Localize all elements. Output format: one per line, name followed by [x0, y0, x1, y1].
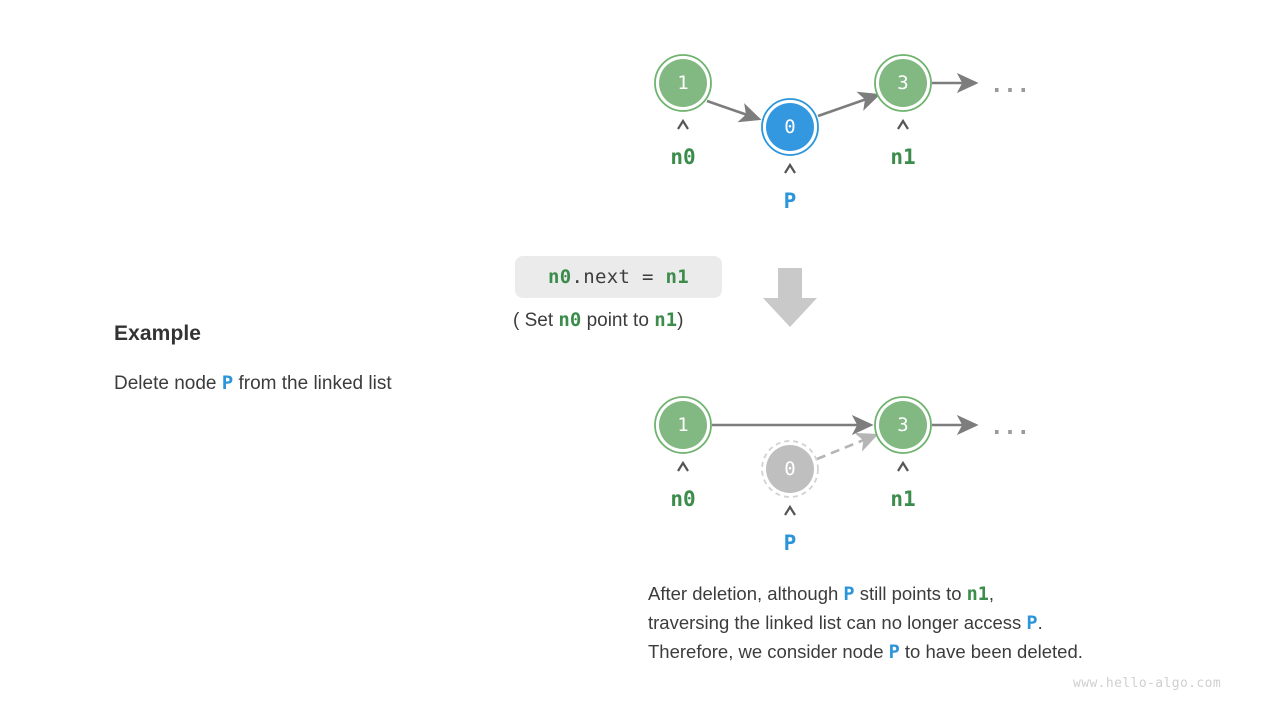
node-n1[interactable]: 3 — [874, 54, 932, 112]
node-n0[interactable]: 1 — [654, 54, 712, 112]
node-p-deleted[interactable]: 0 — [761, 440, 819, 498]
node-label-p: P — [783, 189, 797, 213]
linked-list-after-deletion: 1 0 3 ... — [654, 396, 1030, 516]
line1-a: After deletion, although — [648, 583, 844, 604]
line2-pointer-token: P — [1026, 613, 1038, 634]
node-label-n1: n1 — [890, 487, 916, 511]
pointer-caret-n0 — [677, 460, 689, 472]
line1-b: still points to — [854, 583, 967, 604]
narration-line-2: traversing the linked list can no longer… — [648, 609, 1083, 638]
line3-pointer-token: P — [888, 642, 900, 663]
edge-n0-to-p — [706, 99, 762, 123]
caption-close: ) — [677, 310, 684, 331]
operation-code-text: n0.next = n1 — [548, 266, 689, 288]
node-value: 3 — [897, 72, 908, 94]
site-watermark: www.hello-algo.com — [1073, 676, 1222, 691]
edge-p-to-n1 — [817, 91, 881, 118]
node-label-p: P — [783, 531, 797, 555]
desc-suffix: from the linked list — [233, 373, 392, 394]
node-label-n1: n1 — [890, 145, 916, 169]
pointer-caret-n1 — [897, 118, 909, 130]
narration-text: After deletion, although P still points … — [648, 580, 1083, 667]
line2-a: traversing the linked list can no longer… — [648, 612, 1027, 633]
line1-c: , — [988, 583, 995, 604]
tail-ellipsis: ... — [990, 73, 1030, 98]
narration-line-1: After deletion, although P still points … — [648, 580, 1083, 609]
narration-line-3: Therefore, we consider node P to have be… — [648, 638, 1083, 667]
operation-code-box: n0.next = n1 — [515, 256, 722, 298]
node-n1[interactable]: 3 — [874, 396, 932, 454]
node-value: 3 — [897, 414, 908, 436]
caption-middle: point to — [581, 310, 655, 331]
node-label-n0: n0 — [670, 487, 696, 511]
tail-ellipsis: ... — [990, 415, 1030, 440]
line1-n1-token: n1 — [966, 584, 989, 605]
node-value: 1 — [677, 414, 688, 436]
caption-n0-token: n0 — [558, 309, 582, 331]
node-value: 1 — [677, 72, 688, 94]
pointer-caret-p — [784, 162, 796, 174]
code-target-token: n0 — [548, 266, 572, 288]
node-label-n0: n0 — [670, 145, 696, 169]
page-title: Example — [114, 322, 202, 345]
down-block-arrow-icon — [763, 268, 817, 327]
line1-pointer-token: P — [843, 584, 855, 605]
line2-b: . — [1037, 612, 1043, 633]
node-p[interactable]: 0 — [761, 98, 819, 156]
code-value-token: n1 — [665, 266, 689, 288]
desc-pointer-token: P — [221, 372, 234, 394]
line3-a: Therefore, we consider node — [648, 641, 889, 662]
pointer-caret-n1 — [897, 460, 909, 472]
pointer-caret-p — [784, 504, 796, 516]
caption-n1-token: n1 — [654, 309, 678, 331]
caption-open: ( Set — [513, 310, 559, 331]
node-value: 0 — [784, 458, 795, 480]
desc-prefix: Delete node — [114, 373, 222, 394]
pointer-caret-n0 — [677, 118, 689, 130]
linked-list-before-deletion: 1 0 3 ... — [654, 54, 1030, 174]
line3-b: to have been deleted. — [899, 641, 1083, 662]
example-description: Delete node P from the linked list — [114, 372, 392, 395]
node-value: 0 — [784, 116, 795, 138]
edge-p-to-n1-dashed — [816, 432, 879, 461]
node-n0[interactable]: 1 — [654, 396, 712, 454]
operation-caption: ( Set n0 point to n1) — [513, 309, 683, 332]
code-member-token: .next = — [571, 266, 666, 288]
